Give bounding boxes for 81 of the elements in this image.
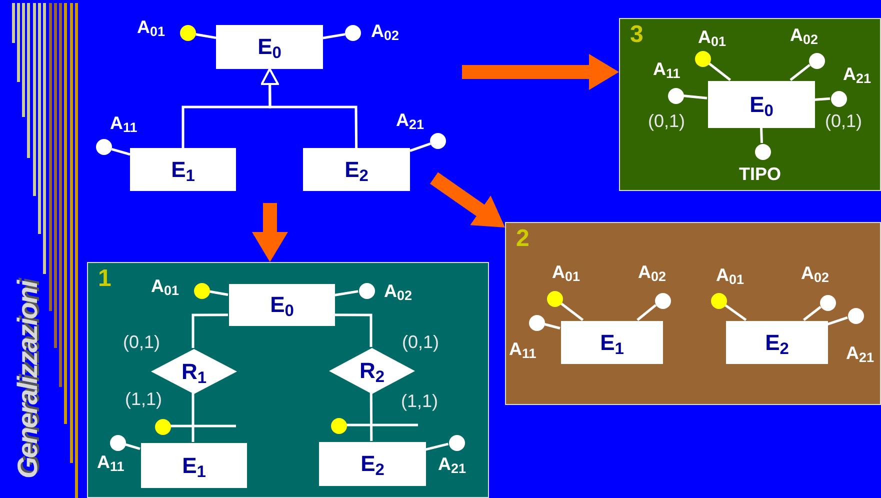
connector-line (790, 64, 810, 81)
connector-line (682, 94, 708, 100)
connector-line (124, 443, 140, 450)
connector-line (111, 148, 130, 156)
entity-box (216, 25, 323, 69)
entity-box (130, 148, 236, 191)
attribute-label: A$_{01}$ (137, 18, 166, 36)
entity-name: E$_{2}$ (765, 332, 789, 354)
panel (505, 222, 881, 405)
connector-line (170, 424, 236, 428)
panel (619, 18, 881, 191)
entity-box (141, 443, 247, 488)
attribute-label: A$_{21}$ (843, 65, 872, 83)
entity-name: E$_{1}$ (171, 158, 195, 180)
attribute-label: A$_{02}$ (371, 22, 400, 40)
entity-name: E$_{1}$ (182, 454, 206, 476)
generalization-arrow (260, 68, 358, 148)
entity-name: E$_{0}$ (258, 36, 282, 58)
entity-box (726, 321, 828, 364)
entity-box (303, 148, 410, 191)
cardinality-label: (0,1) (122, 333, 162, 351)
connector-line (803, 306, 822, 321)
connector-line (424, 442, 449, 451)
connector-line (560, 302, 584, 321)
attribute-label: TIPO (739, 165, 782, 183)
connector-line (814, 97, 830, 101)
connector-line (322, 33, 346, 40)
entity-box (708, 81, 815, 128)
attribute-label: A$_{11}$ (509, 340, 536, 358)
connector-line (760, 126, 763, 144)
connector-line (208, 290, 228, 296)
attribute-label: A$_{11}$ (110, 114, 138, 132)
attribute-label: A$_{01}$ (151, 277, 180, 295)
attribute-label: A$_{02}$ (790, 26, 818, 44)
cardinality-label: (1,1) (124, 390, 164, 408)
panel-number: 3 (630, 23, 644, 47)
connector-line (543, 322, 560, 330)
attribute-label: A$_{21}$ (396, 111, 424, 129)
attribute-label: A$_{01}$ (552, 263, 580, 281)
attribute-label: A$_{02}$ (801, 264, 830, 282)
connector-line (334, 314, 372, 347)
connector-line (636, 304, 657, 321)
attribute-label: A$_{02}$ (638, 263, 666, 281)
cardinality-label: (0,1) (401, 333, 440, 351)
attribute-label: A$_{01}$ (698, 28, 726, 46)
connector-line (192, 393, 194, 442)
entity-name: E$_{1}$ (600, 332, 624, 354)
connector-line (346, 424, 418, 426)
panel (87, 262, 489, 498)
attribute-label: A$_{21}$ (438, 455, 466, 473)
entity-box (229, 284, 335, 326)
entity-name: E$_{2}$ (360, 453, 384, 475)
connector-line (708, 62, 732, 81)
entity-box (561, 321, 663, 364)
attribute-label: A$_{21}$ (846, 344, 874, 362)
entity-name: E$_{0}$ (750, 94, 774, 116)
diagram-title: Generalizzazioni (13, 279, 43, 480)
entity-name: E$_{0}$ (270, 294, 294, 316)
connector-line (334, 290, 358, 296)
panel-number: 1 (98, 267, 112, 291)
connector-line (370, 392, 373, 441)
panel-number: 2 (516, 227, 530, 251)
entity-name: E$_{2}$ (344, 158, 368, 180)
block-arrow (252, 203, 288, 262)
attribute-label: A$_{01}$ (716, 266, 744, 284)
relationship-name: R$_{2}$ (359, 360, 385, 382)
relationship-name: R$_{1}$ (181, 360, 207, 382)
attribute-label: A$_{11}$ (97, 453, 124, 471)
cardinality-label: (0,1) (648, 112, 686, 130)
attribute-label: A$_{11}$ (653, 60, 680, 78)
entity-box (319, 442, 426, 486)
connector-line (192, 314, 228, 348)
cardinality-label: (0,1) (825, 112, 862, 130)
connector-line (196, 33, 216, 40)
connector-line (724, 304, 747, 322)
block-arrow (462, 54, 619, 90)
attribute-label: A$_{02}$ (384, 282, 412, 300)
connector-line (826, 316, 848, 326)
connector-line (410, 142, 431, 152)
cardinality-label: (1,1) (400, 392, 440, 410)
block-arrow (430, 172, 505, 228)
